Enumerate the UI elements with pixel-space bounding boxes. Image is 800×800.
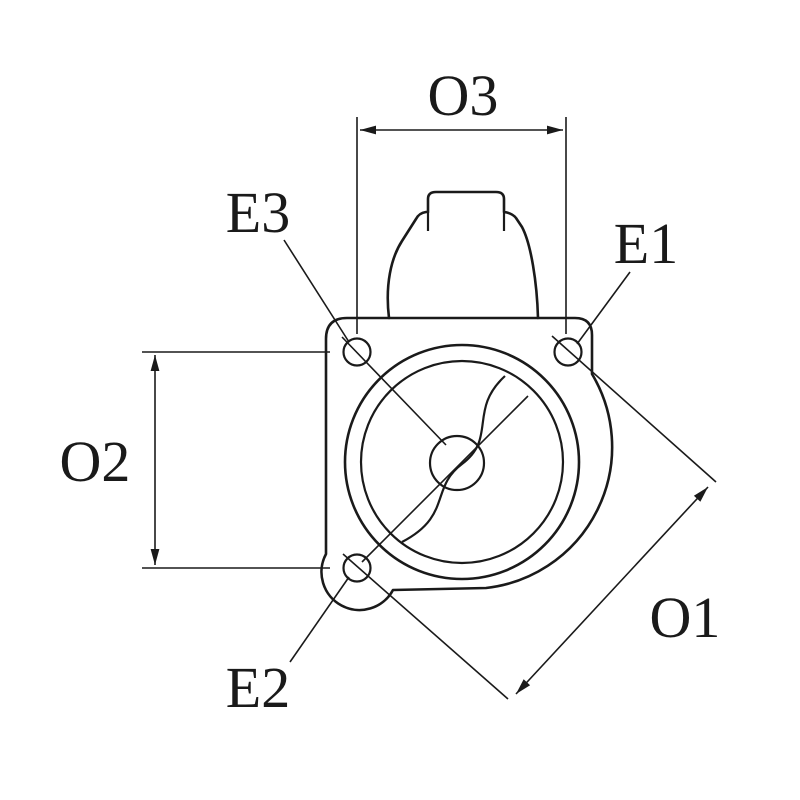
drive-lever-curve: [401, 375, 506, 543]
o1-dimension-line: [515, 486, 709, 695]
bolt-hole-e1: [553, 337, 583, 367]
leader-line-e3: [283, 239, 350, 343]
label-e3: E3: [226, 180, 290, 245]
label-o1: O1: [650, 585, 721, 650]
leader-line-e1: [576, 271, 631, 345]
o1-extension-line-lower: [342, 553, 509, 700]
label-e1: E1: [614, 211, 678, 276]
pilot-bore-inner-circle: [359, 359, 565, 565]
o1-extension-line-upper: [551, 335, 717, 483]
centerline-e3-to-center: [341, 336, 447, 446]
label-o2: O2: [60, 429, 131, 494]
leader-line-e2: [289, 576, 350, 663]
centerline-e2-to-center: [361, 395, 529, 563]
label-e2: E2: [226, 655, 290, 720]
bolt-hole-e3: [342, 337, 372, 367]
bracket-outline: [386, 190, 540, 320]
flange-outline: [320, 316, 614, 612]
shaft-circle: [428, 434, 486, 492]
pilot-bore-outer-circle: [343, 343, 581, 581]
bolt-hole-e2: [342, 553, 372, 583]
label-o3: O3: [428, 63, 499, 128]
